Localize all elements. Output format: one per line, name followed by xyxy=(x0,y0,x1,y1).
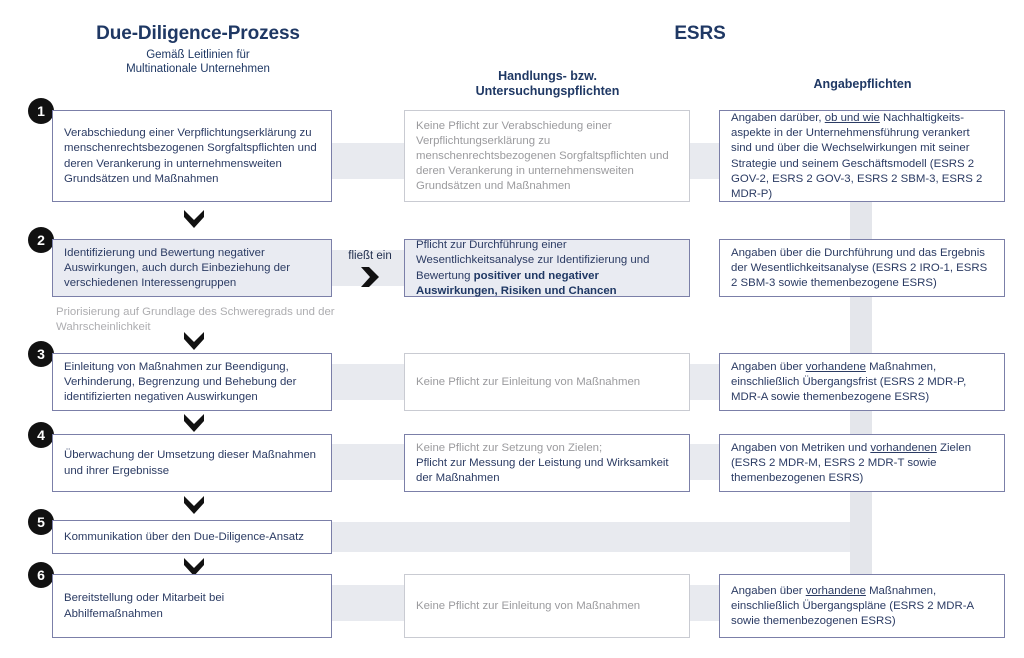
right-box-4-text-post: Zielen (ESRS 2 MDR-M, ESRS 2 MDR-T sowie… xyxy=(731,441,972,485)
left-box-5: Kommunikation über den Due-Diligence-Ans… xyxy=(52,520,332,554)
left-box-4-text: Überwachung der Umsetzung dieser Maßnahm… xyxy=(64,449,316,477)
connector-row-5 xyxy=(330,522,865,552)
middle-column-heading-line1: Handlungs- bzw. xyxy=(498,69,597,83)
step-badge-1: 1 xyxy=(28,98,54,124)
middle-box-6-text: Keine Pflicht zur Einleitung von Maßnahm… xyxy=(416,599,641,612)
left-box-6: Bereitstellung oder Mitarbeit bei Abhilf… xyxy=(52,574,332,638)
middle-box-3-text: Keine Pflicht zur Einleitung von Maßnahm… xyxy=(416,375,641,388)
chevron-right-icon xyxy=(358,266,382,288)
right-box-3: Angaben über vorhandene Maßnahmen, einsc… xyxy=(719,353,1005,411)
middle-box-4-text: Keine Pflicht zur Setzung von Zielen; Pfl… xyxy=(416,441,678,486)
connector-mid-right-3 xyxy=(686,364,722,400)
middle-box-2-text: Pflicht zur Durchführung einer Wesentlic… xyxy=(416,238,678,298)
connector-row-4 xyxy=(330,444,414,480)
flow-connector-label: fließt ein xyxy=(348,250,392,262)
middle-box-1: Keine Pflicht zur Verabschiedung einer V… xyxy=(404,110,690,202)
connector-mid-right-6 xyxy=(686,585,722,621)
right-box-2-text: Angaben über die Durchführung und das Er… xyxy=(731,246,988,290)
middle-box-2-text-bold: positiver und negativer Auswirkungen, Ri… xyxy=(416,269,617,297)
step-badge-5: 5 xyxy=(28,509,54,535)
right-box-6: Angaben über vorhandene Maßnahmen, einsc… xyxy=(719,574,1005,638)
middle-box-6: Keine Pflicht zur Einleitung von Maßnahm… xyxy=(404,574,690,638)
esrs-group-title: ESRS xyxy=(674,23,726,44)
left-box-1: Verabschiedung einer Verpflichtungserklä… xyxy=(52,110,332,202)
left-box-2-note: Priorisierung auf Grundlage des Schwereg… xyxy=(56,306,335,334)
left-box-3-text: Einleitung von Maßnahmen zur Beendigung,… xyxy=(64,360,297,404)
left-column-subtitle-line1: Gemäß Leitlinien für xyxy=(146,49,250,61)
right-box-4: Angaben von Metriken und vorhandenen Zie… xyxy=(719,434,1005,492)
middle-box-4: Keine Pflicht zur Setzung von Zielen; Pfl… xyxy=(404,434,690,492)
left-box-6-text: Bereitstellung oder Mitarbeit bei Abhilf… xyxy=(64,592,225,620)
right-box-1-underline: ob und wie xyxy=(824,112,880,125)
right-box-6-underline: vorhandene xyxy=(805,584,866,597)
left-box-5-text: Kommunikation über den Due-Diligence-Ans… xyxy=(64,530,304,543)
middle-box-4-text-dark: Pflicht zur Messung der Leistung und Wir… xyxy=(416,456,669,485)
right-box-4-underline: vorhandenen xyxy=(870,441,937,454)
step-badge-3: 3 xyxy=(28,341,54,367)
step-badge-2: 2 xyxy=(28,227,54,253)
right-column-heading: Angabepflichten xyxy=(813,77,912,91)
connector-row-6 xyxy=(330,585,414,621)
middle-column-heading-line2: Untersuchungspflichten xyxy=(475,84,620,98)
right-box-4-text-pre: Angaben von Metriken und xyxy=(731,441,871,454)
right-box-4-text: Angaben von Metriken und vorhandenen Zie… xyxy=(731,441,993,486)
connector-mid-right-1 xyxy=(686,143,722,179)
connector-mid-right-4 xyxy=(686,444,722,480)
right-box-6-text: Angaben über vorhandene Maßnahmen, einsc… xyxy=(731,584,993,629)
middle-box-3: Keine Pflicht zur Einleitung von Maßnahm… xyxy=(404,353,690,411)
right-box-3-text: Angaben über vorhandene Maßnahmen, einsc… xyxy=(731,360,993,405)
right-box-3-text-post: Maßnahmen, einschließlich Übergangsfrist… xyxy=(731,360,967,404)
right-box-3-underline: vorhandene xyxy=(805,360,866,373)
right-box-2: Angaben über die Durchführung und das Er… xyxy=(719,239,1005,297)
left-column-subtitle-line2: Multinationale Unternehmen xyxy=(126,63,270,75)
connector-row-3 xyxy=(330,364,414,400)
left-box-2-text: Identifizierung und Bewertung negativer … xyxy=(64,246,291,290)
left-box-1-text: Verabschiedung einer Verpflichtungserklä… xyxy=(64,127,317,185)
step-badge-6: 6 xyxy=(28,562,54,588)
middle-box-4-text-muted: Keine Pflicht zur Setzung von Zielen; xyxy=(416,441,603,454)
middle-box-1-text: Keine Pflicht zur Verabschiedung einer V… xyxy=(416,119,669,193)
left-box-2: Identifizierung und Bewertung negativer … xyxy=(52,239,332,297)
right-box-3-text-pre: Angaben über xyxy=(731,360,806,373)
right-box-1-text: Angaben darüber, ob und wie Nachhaltigke… xyxy=(731,112,983,200)
connector-row-1 xyxy=(330,143,414,179)
middle-box-2-text-regular: Pflicht zur Durchführung einer Wesentlic… xyxy=(416,239,650,282)
right-box-1: Angaben darüber, ob und wie Nachhaltigke… xyxy=(719,110,1005,202)
left-box-4: Überwachung der Umsetzung dieser Maßnahm… xyxy=(52,434,332,492)
middle-box-2: Pflicht zur Durchführung einer Wesentlic… xyxy=(404,239,690,297)
left-column-title: Due-Diligence-Prozess xyxy=(96,23,300,44)
left-box-3: Einleitung von Maßnahmen zur Beendigung,… xyxy=(52,353,332,411)
right-box-6-text-pre: Angaben über xyxy=(731,584,806,597)
right-box-6-text-post: Maßnahmen, einschließlich Übergangspläne… xyxy=(731,584,974,628)
step-badge-4: 4 xyxy=(28,422,54,448)
